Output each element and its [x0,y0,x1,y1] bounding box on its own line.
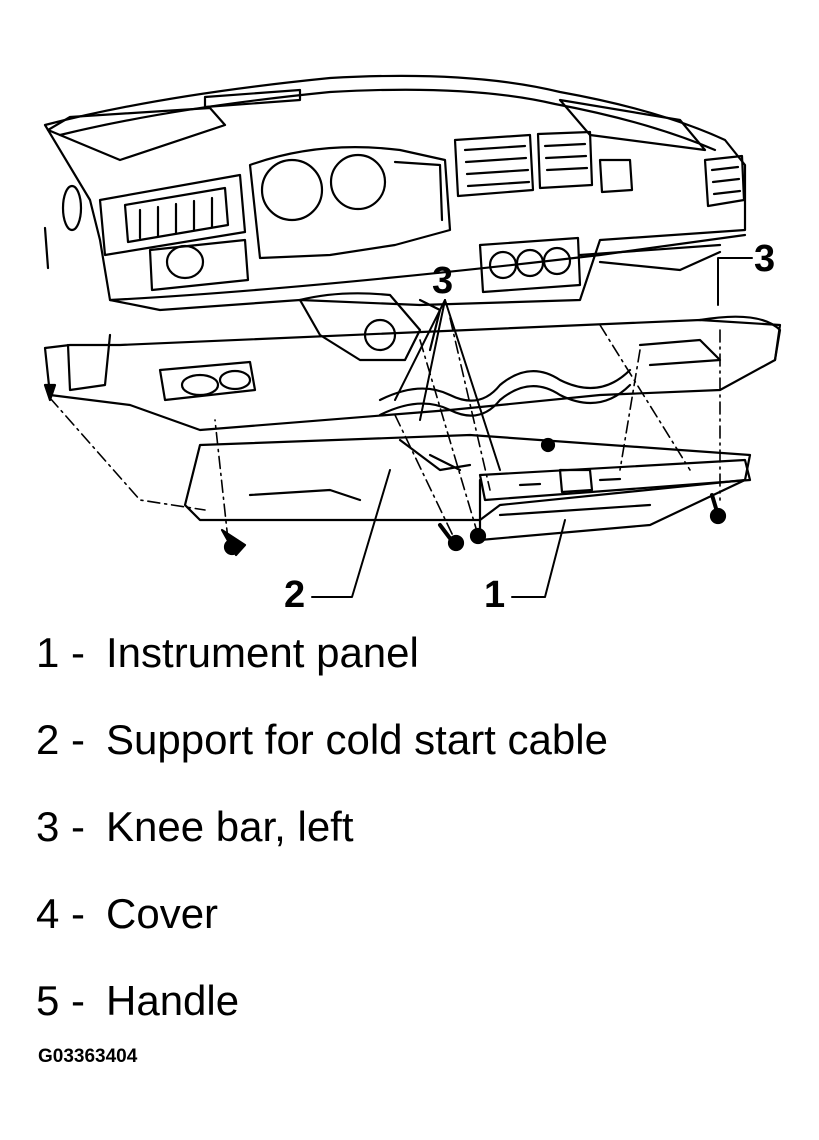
callout-3-right: 3 [754,238,776,280]
callout-1: 1 [484,574,506,616]
dashboard-exploded-illustration [43,74,782,598]
legend-label: Instrument panel [106,629,419,676]
legend-number: 3 - [36,803,86,850]
legend-item-5: 5 - Handle [36,980,608,1067]
legend-label: Knee bar, left [106,803,354,850]
legend-number: 2 - [36,716,86,763]
legend-number: 4 - [36,890,86,937]
callout-leaders [311,257,753,598]
legend-item-4: 4 - Cover [36,893,608,980]
figure-id: G03363404 [38,1046,138,1067]
legend-label: Cover [106,890,219,937]
knee-bar-assembly [43,292,782,432]
callout-2: 2 [284,574,306,616]
callout-3-center: 3 [432,260,454,302]
legend-number: 1 - [36,629,86,676]
assembly-guide-lines [49,317,721,541]
legend-number: 5 - [36,977,86,1024]
legend-label: Handle [106,977,240,1024]
dashboard-shell [43,74,747,312]
legend: 1 - Instrument panel 2 - Support for cold … [36,632,608,1067]
screws [43,383,727,557]
legend-item-2: 2 - Support for cold start cable [36,719,608,806]
legend-item-3: 3 - Knee bar, left [36,806,608,893]
legend-item-1: 1 - Instrument panel [36,632,608,719]
legend-label: Support for cold start cable [106,716,608,763]
cover-panel [183,433,752,542]
